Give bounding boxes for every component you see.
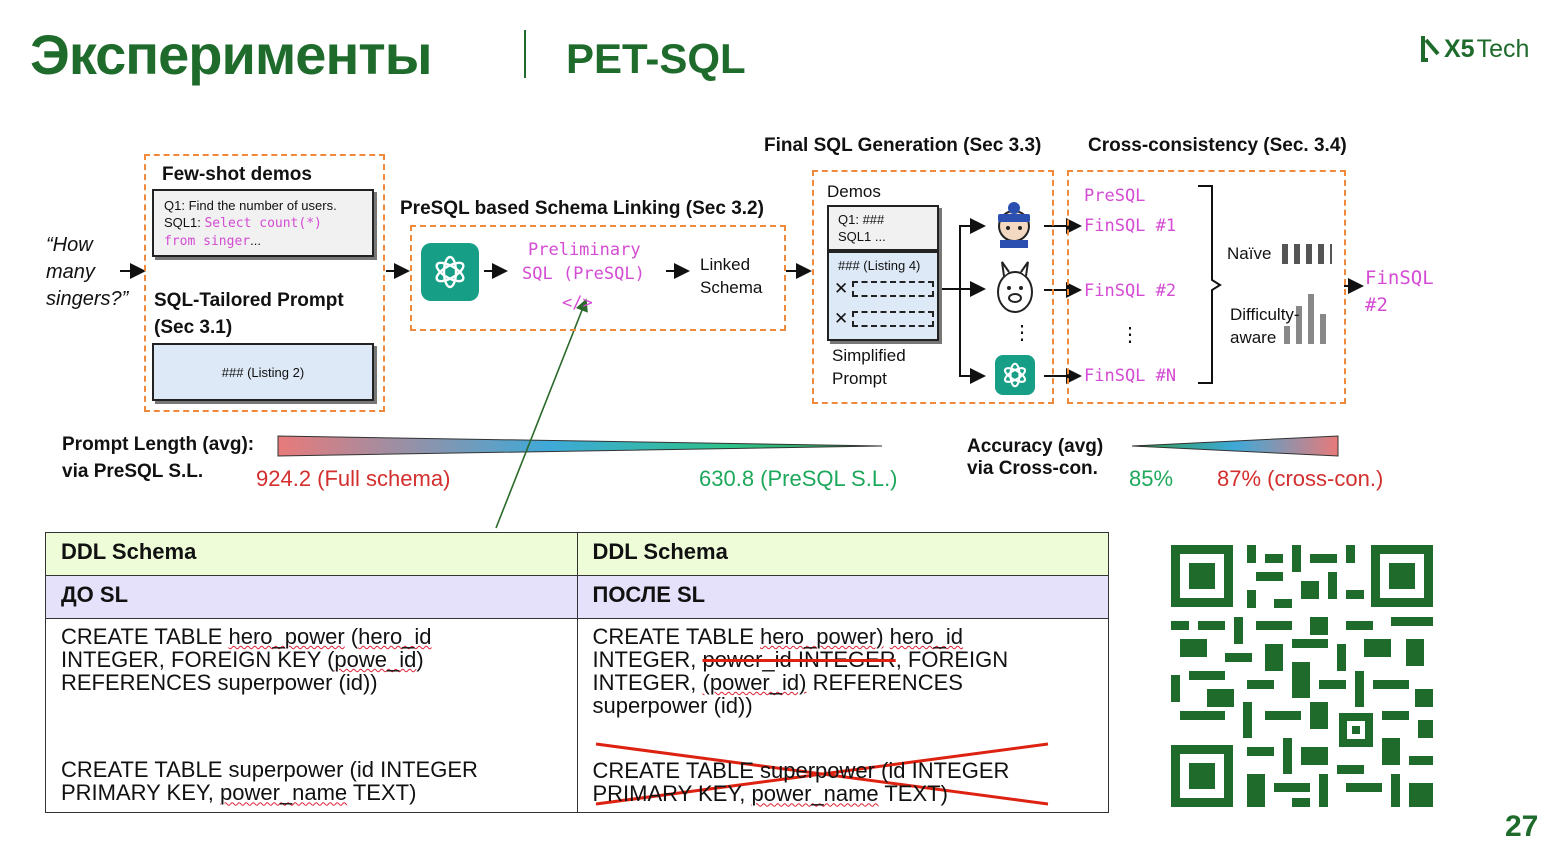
before-superpower: CREATE TABLE superpower (id INTEGER PRIM…	[61, 757, 478, 806]
slide-title: Эксперименты	[30, 23, 433, 86]
after-sl-cell: CREATE TABLE hero_power) hero_id INTEGER…	[576, 618, 1109, 813]
demo-sql1: SQL1: Select count(*)	[164, 215, 322, 231]
naive-bars-icon	[1282, 244, 1332, 264]
presql-label: SQL (PreSQL)	[522, 264, 645, 284]
tailored-sec: (Sec 3.1)	[154, 317, 233, 338]
schema-label: Schema	[700, 278, 763, 297]
table-content-row: CREATE TABLE hero_power (hero_id INTEGER…	[45, 618, 1109, 813]
fewshot-demo-box: Q1: Find the number of users. SQL1: Sele…	[152, 189, 374, 257]
finsql-2: FinSQL #2	[1084, 281, 1177, 301]
llm-icon-1	[990, 200, 1038, 255]
page-number: 27	[1505, 810, 1539, 843]
subheader-after: ПОСЛЕ SL	[576, 575, 1109, 619]
prompt-length-gradient	[277, 435, 883, 457]
linking-group	[410, 225, 786, 331]
arrow-to-model-n	[959, 289, 986, 384]
final-demo-box: Q1: ### SQL1 ...	[827, 205, 939, 251]
fewshot-title: Few-shot demos	[162, 164, 312, 185]
slide-subtitle: PET-SQL	[566, 35, 746, 82]
logo-text: Tech	[1476, 34, 1530, 63]
demo-q1: Q1: Find the number of users.	[164, 198, 337, 213]
demo-sql1-cont: from singer...	[164, 233, 261, 249]
openai-knot-icon	[435, 255, 465, 289]
llama-icon	[997, 261, 1033, 313]
x5-tech-logo: X5 Tech	[1420, 34, 1529, 64]
prompt-length-label: Prompt Length (avg):	[62, 434, 255, 455]
dashed-placeholder	[852, 311, 935, 327]
prompt-label: Prompt	[832, 369, 887, 388]
after-superpower: CREATE TABLE superpower (id INTEGER PRIM…	[592, 758, 1010, 807]
accuracy-gradient	[1131, 435, 1339, 457]
fewshot-group	[144, 154, 385, 412]
presql-value: 630.8 (PreSQL S.L.)	[699, 466, 898, 491]
finsql-ellipsis: ⋮	[1120, 324, 1140, 346]
accuracy-via: via Cross-con.	[967, 458, 1098, 479]
logo-mark: X5	[1444, 34, 1475, 63]
full-schema-value: 924.2 (Full schema)	[256, 466, 451, 491]
finsql-n: FinSQL #N	[1084, 366, 1177, 386]
before-sl-cell: CREATE TABLE hero_power (hero_id INTEGER…	[45, 618, 578, 813]
warrior-llm-icon	[998, 202, 1030, 248]
listing4-row-2: ✕	[829, 299, 937, 329]
final-group	[812, 170, 1054, 404]
listing2-box: ### (Listing 2)	[152, 343, 374, 401]
cross-group	[1067, 170, 1346, 404]
title-separator	[524, 30, 526, 78]
header-right: DDL Schema	[576, 532, 1109, 576]
listing4-box: ### (Listing 4) ✕ ✕	[827, 251, 939, 341]
tailored-title: SQL-Tailored Prompt	[154, 290, 344, 311]
x5-logo-icon	[1421, 36, 1440, 62]
final-output-number: #2	[1365, 294, 1388, 316]
header-left: DDL Schema	[45, 532, 578, 576]
preliminary-label: Preliminary	[528, 240, 641, 260]
annotation-arrow	[495, 298, 588, 529]
difficulty-bars-icon	[1284, 294, 1326, 344]
question-text: “How many singers?”	[46, 234, 129, 310]
linked-label: Linked	[700, 255, 751, 274]
qr-code-icon	[1171, 545, 1433, 807]
accuracy-base-value: 85%	[1129, 466, 1174, 491]
llm-icon-2	[992, 260, 1038, 321]
dashed-placeholder	[852, 281, 935, 297]
prompt-length-via: via PreSQL S.L.	[62, 461, 204, 482]
x-icon: ✕	[834, 279, 849, 298]
naive-label: Naïve	[1227, 244, 1272, 263]
x-icon: ✕	[834, 309, 849, 328]
chatgpt-icon	[421, 243, 479, 301]
presql-output: PreSQL	[1084, 186, 1146, 206]
accuracy-cross-value: 87% (cross-con.)	[1217, 466, 1384, 491]
table-header-row: DDL Schema DDL Schema	[45, 532, 1109, 576]
difficulty-label: Difficulty-	[1230, 305, 1300, 324]
final-title: Final SQL Generation (Sec 3.3)	[764, 135, 1042, 156]
cross-title: Cross-consistency (Sec. 3.4)	[1088, 135, 1347, 156]
aware-label: aware	[1230, 328, 1277, 347]
after-hero-power: CREATE TABLE hero_power) hero_id INTEGER…	[592, 624, 1009, 719]
chatgpt-small-icon	[995, 355, 1035, 395]
cross-brace	[1198, 185, 1222, 384]
accuracy-label: Accuracy (avg)	[967, 436, 1104, 457]
ddl-comparison-table: DDL Schema DDL Schema ДО SL ПОСЛЕ SL CRE…	[45, 532, 1109, 813]
demos-label: Demos	[827, 182, 881, 201]
code-icon: </>	[562, 293, 593, 313]
final-output-finsql: FinSQL	[1365, 267, 1434, 289]
simplified-label: Simplified	[832, 346, 906, 365]
before-hero-power: CREATE TABLE hero_power (hero_id INTEGER…	[61, 624, 432, 696]
table-subheader-row: ДО SL ПОСЛЕ SL	[45, 575, 1109, 619]
finsql-1: FinSQL #1	[1084, 216, 1177, 236]
openai-knot-icon	[1003, 362, 1027, 388]
models-ellipsis: ⋮	[1012, 322, 1032, 344]
linking-title: PreSQL based Schema Linking (Sec 3.2)	[400, 198, 764, 219]
subheader-before: ДО SL	[45, 575, 578, 619]
listing4-row-1: ✕	[829, 273, 937, 299]
